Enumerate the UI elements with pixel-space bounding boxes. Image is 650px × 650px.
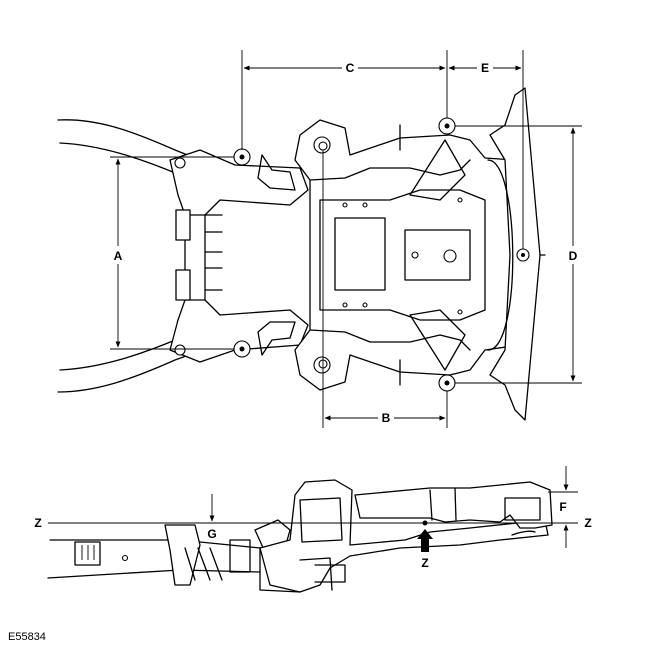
mounting-points — [233, 117, 530, 392]
side-front-beam — [354, 481, 553, 536]
dimension-label-f: F — [559, 500, 566, 514]
side-chassis-rail — [47, 539, 261, 579]
top-view: C E A D B — [57, 50, 582, 428]
dimension-label-d: D — [569, 249, 578, 263]
front-beam — [487, 87, 546, 421]
datum-label-right: Z — [584, 516, 591, 530]
extension-lines — [110, 50, 582, 428]
datum-label-left: Z — [34, 516, 41, 530]
side-view: G F Z Z Z — [34, 466, 592, 593]
dimension-label-e: E — [481, 61, 489, 75]
main-subframe — [294, 119, 521, 391]
dimension-label-g: G — [207, 527, 216, 541]
side-rear-brackets — [164, 519, 291, 586]
z-datum-arrow: Z — [417, 520, 433, 570]
rear-crossmember — [169, 149, 309, 363]
dimension-label-c: C — [346, 61, 355, 75]
datum-arrow-label: Z — [421, 556, 428, 570]
dimension-label-b: B — [382, 411, 391, 425]
dimension-label-a: A — [114, 249, 123, 263]
figure-id: E55834 — [8, 631, 46, 643]
